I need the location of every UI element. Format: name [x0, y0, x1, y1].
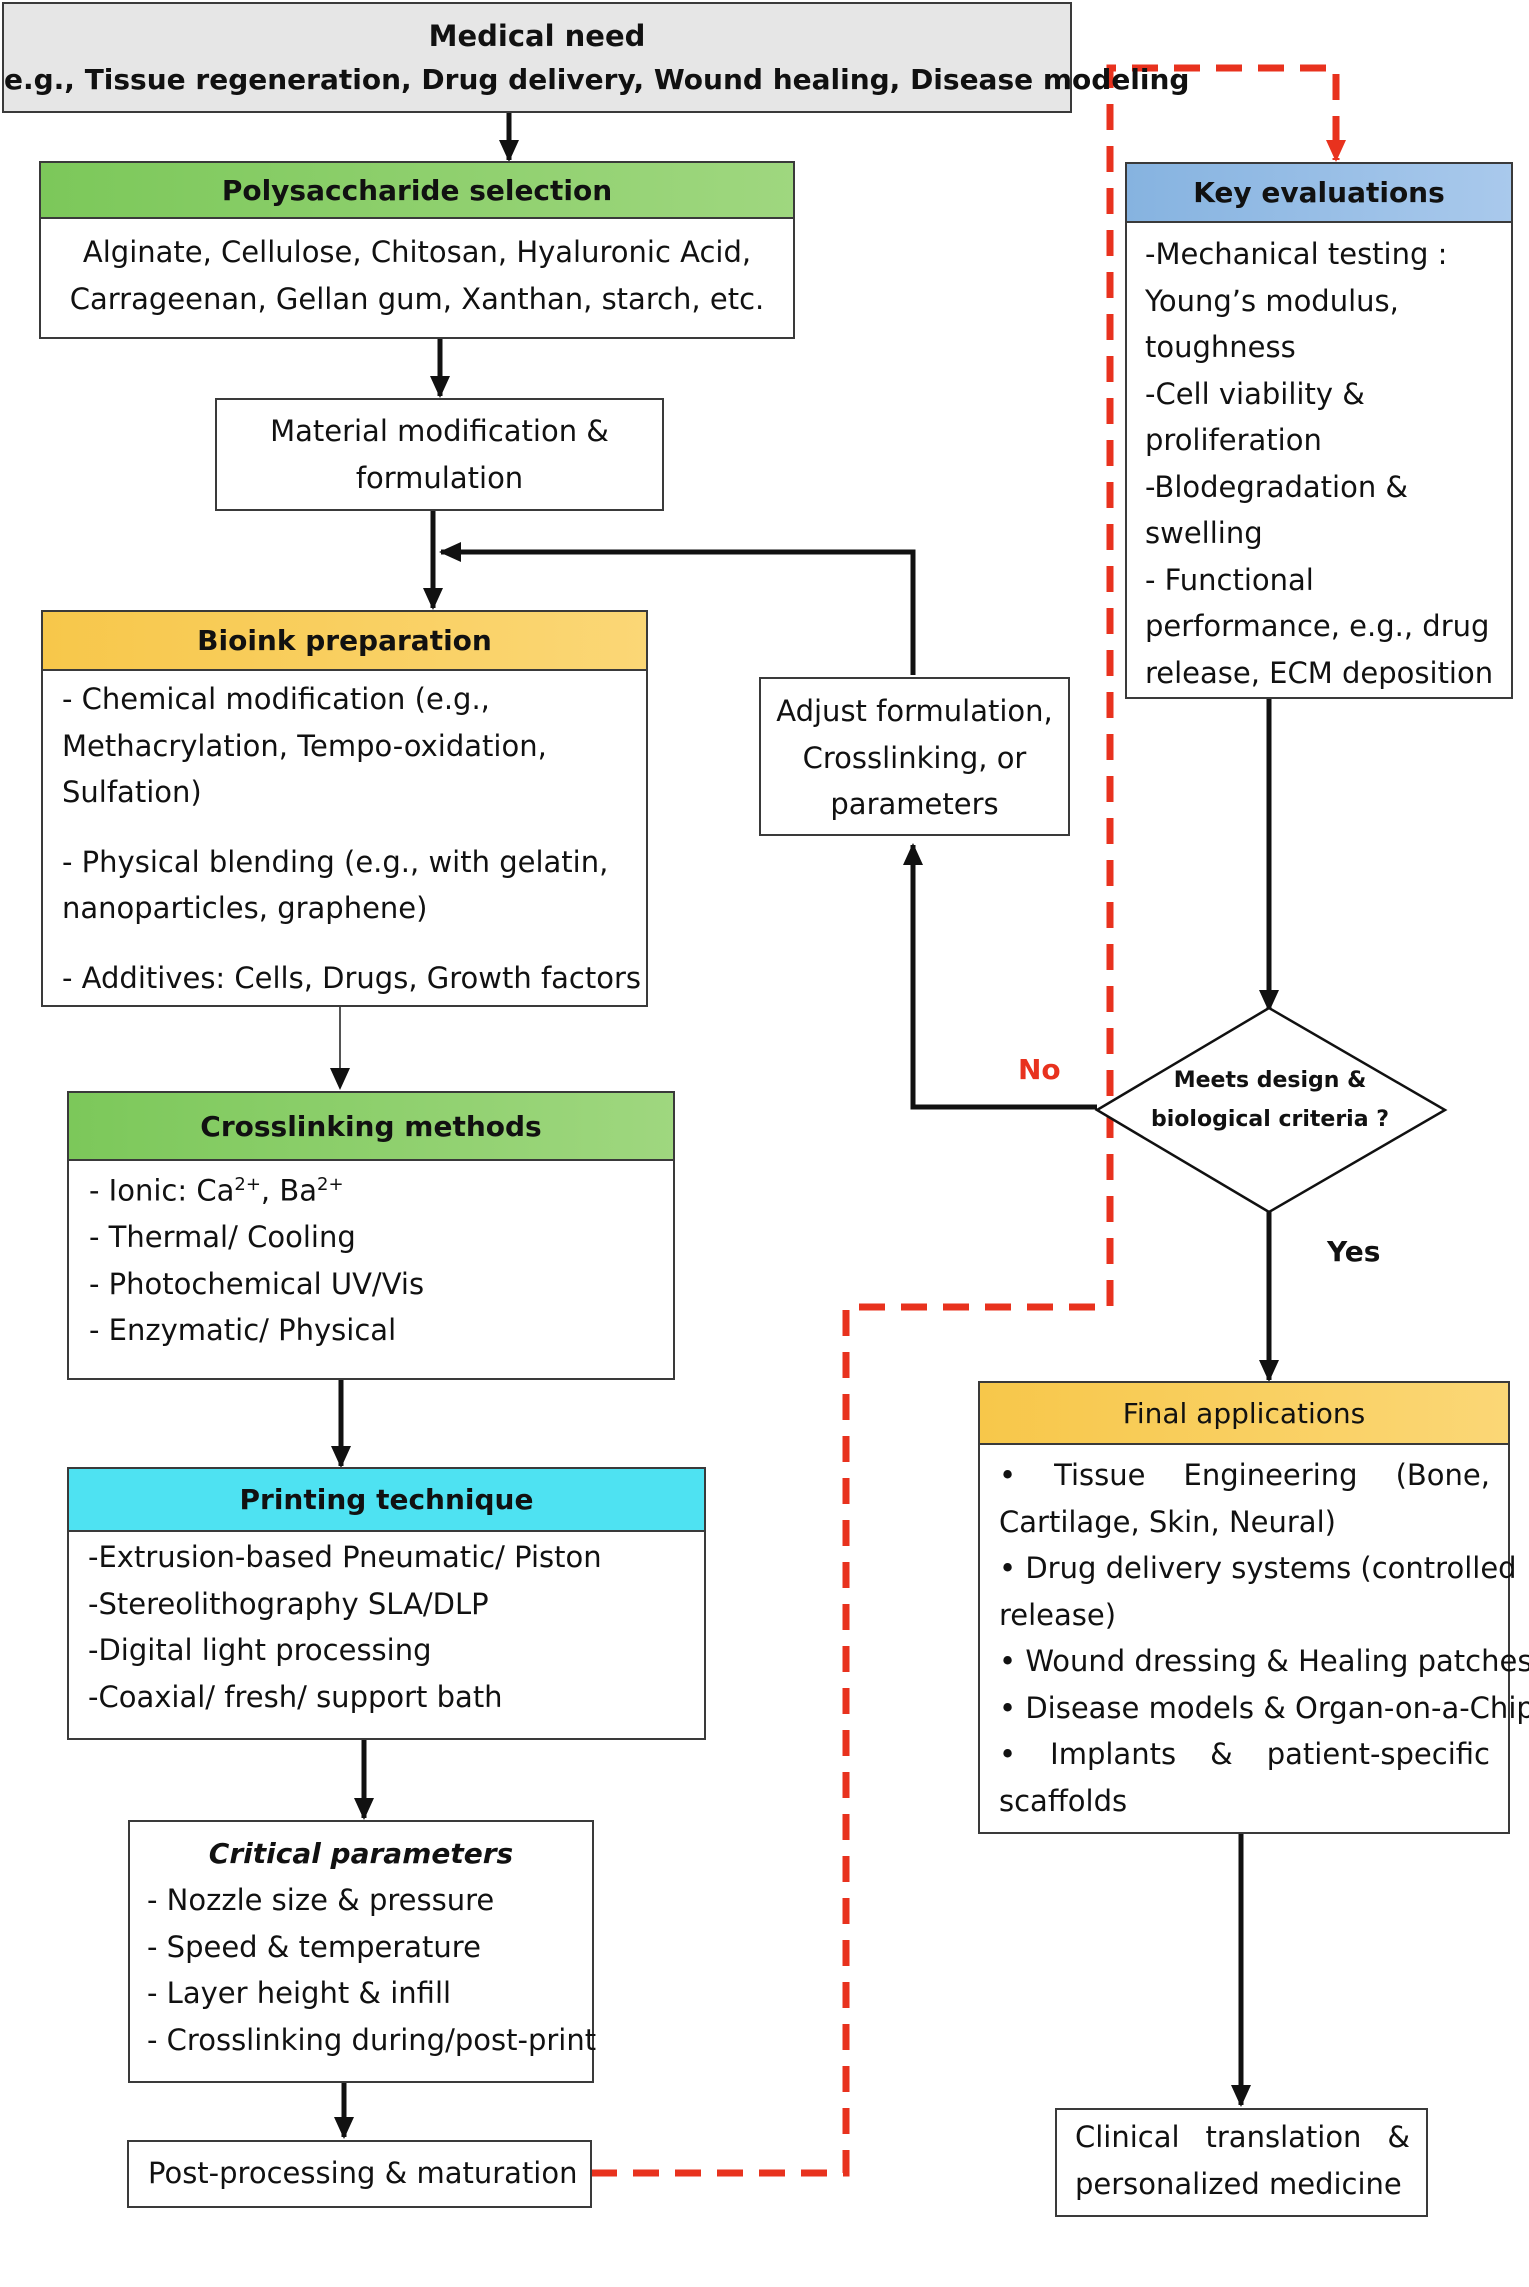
crosslinking-body: - Ionic: Ca2+, Ba2+ - Thermal/ Cooling -…: [69, 1161, 673, 1354]
yes-label: Yes: [1327, 1235, 1381, 1268]
medical-need-subtitle: e.g., Tissue regeneration, Drug delivery…: [4, 63, 1190, 96]
final-app-item: • Drug delivery systems (controlled: [999, 1551, 1517, 1585]
bioink-title: Bioink preparation: [43, 612, 646, 671]
bioink-line: Methacrylation, Tempo-oxidation,: [62, 728, 547, 763]
decision-line: biological criteria ?: [1151, 1107, 1389, 1132]
final-applications-title: Final applications: [980, 1383, 1508, 1445]
critical-parameter-line: - Layer height & infill: [147, 1976, 452, 2010]
polysaccharide-box: Polysaccharide selection Alginate, Cellu…: [39, 161, 795, 339]
key-evaluations-body: -Mechanical testing : Young’s modulus, t…: [1127, 223, 1511, 696]
critical-parameters-box: Critical parameters - Nozzle size & pres…: [128, 1820, 597, 2083]
final-app-item: scaffolds: [999, 1783, 1128, 1818]
material-modification-box: Material modification & formulation: [215, 398, 664, 511]
decision-line: Meets design &: [1173, 1068, 1367, 1093]
clinical-line: Clinical translation &: [1075, 2120, 1410, 2154]
polysaccharide-line: Carrageenan, Gellan gum, Xanthan, starch…: [69, 281, 765, 316]
no-label: No: [1018, 1053, 1061, 1086]
key-evaluations-line: performance, e.g., drug: [1145, 609, 1490, 643]
bioink-line: - Chemical modification (e.g.,: [62, 682, 490, 716]
critical-parameters-title: Critical parameters: [208, 1837, 514, 1870]
bioink-line: - Additives: Cells, Drugs, Growth factor…: [62, 960, 642, 995]
final-app-item: • Disease models & Organ-on-a-Chip: [999, 1690, 1529, 1725]
key-evaluations-line: toughness: [1145, 330, 1296, 364]
key-evaluations-line: -Cell viability &: [1145, 376, 1365, 411]
clinical-translation-box: Clinical translation & personalized medi…: [1055, 2108, 1428, 2217]
bioink-line: nanoparticles, graphene): [62, 891, 428, 925]
adjust-formulation-line: Crosslinking, or: [802, 740, 1027, 775]
final-app-item: release): [999, 1597, 1117, 1632]
key-evaluations-line: -Blodegradation &: [1145, 469, 1409, 504]
post-processing-label: Post-processing & maturation: [148, 2156, 578, 2190]
crosslinking-box: Crosslinking methods - Ionic: Ca2+, Ba2+…: [67, 1091, 675, 1380]
ionic-mid: , Ba: [260, 1173, 318, 1208]
ionic-charge: 2+: [317, 1174, 344, 1195]
polysaccharide-line: Alginate, Cellulose, Chitosan, Hyaluroni…: [82, 235, 752, 269]
key-evaluations-line: proliferation: [1145, 423, 1322, 457]
final-app-item: • Implants & patient-specific: [999, 1737, 1490, 1771]
printing-box: Printing technique -Extrusion-based Pneu…: [67, 1467, 706, 1740]
key-evaluations-line: release, ECM deposition: [1145, 655, 1494, 690]
key-evaluations-line: Young’s modulus,: [1145, 283, 1399, 318]
crosslinking-ionic-line: - Ionic: Ca2+, Ba2+: [89, 1162, 673, 1214]
final-app-item: Cartilage, Skin, Neural): [999, 1504, 1336, 1539]
clinical-translation-body: Clinical translation & personalized medi…: [1057, 2110, 1426, 2207]
final-applications-box: Final applications • Tissue Engineering …: [978, 1381, 1529, 1834]
clinical-line: personalized medicine: [1075, 2166, 1402, 2201]
key-evaluations-line: - Functional: [1145, 562, 1314, 597]
adjust-formulation-line: parameters: [830, 787, 999, 821]
printing-body: -Extrusion-based Pneumatic/ Piston -Ster…: [69, 1532, 704, 1720]
decision-text: Meets design & biological criteria ?: [1125, 1061, 1415, 1139]
printing-line: -Digital light processing: [88, 1633, 432, 1667]
loop-adjust-to-bioink: [439, 542, 916, 675]
polysaccharide-body: Alginate, Cellulose, Chitosan, Hyaluroni…: [41, 219, 793, 322]
critical-parameters-body: - Nozzle size & pressure - Speed & tempe…: [130, 1877, 597, 2063]
polysaccharide-title: Polysaccharide selection: [41, 163, 793, 219]
final-applications-body: • Tissue Engineering (Bone, Cartilage, S…: [980, 1445, 1529, 1824]
key-evaluations-title: Key evaluations: [1127, 164, 1511, 223]
bioink-line: - Physical blending (e.g., with gelatin,: [62, 844, 609, 879]
final-app-item: • Tissue Engineering (Bone,: [999, 1458, 1490, 1492]
key-evaluations-box: Key evaluations -Mechanical testing : Yo…: [1125, 162, 1513, 699]
medical-need-box: Medical need e.g., Tissue regeneration, …: [2, 2, 1190, 113]
adjust-formulation-line: Adjust formulation,: [776, 694, 1053, 728]
loop-decision-no-to-adjust: [903, 843, 1097, 1110]
crosslinking-line: - Photochemical UV/Vis: [89, 1266, 425, 1301]
adjust-formulation-box: Adjust formulation, Crosslinking, or par…: [759, 677, 1070, 836]
critical-parameter-line: - Crosslinking during/post-print: [147, 2022, 597, 2057]
material-modification-line: formulation: [355, 460, 524, 495]
critical-parameter-line: - Nozzle size & pressure: [147, 1883, 495, 1917]
crosslinking-title: Crosslinking methods: [69, 1093, 673, 1161]
printing-line: -Stereolithography SLA/DLP: [88, 1586, 489, 1621]
key-evaluations-line: swelling: [1145, 516, 1263, 550]
red-dashed-path: [591, 64, 1346, 2177]
material-modification-line: Material modification &: [270, 414, 609, 448]
final-app-item: • Wound dressing & Healing patches: [999, 1644, 1529, 1678]
crosslinking-line: - Thermal/ Cooling: [89, 1220, 356, 1255]
key-evaluations-line: -Mechanical testing :: [1145, 237, 1448, 271]
printing-line: -Extrusion-based Pneumatic/ Piston: [88, 1540, 602, 1574]
post-processing-box: Post-processing & maturation: [127, 2140, 592, 2208]
medical-need-title: Medical need: [428, 19, 646, 53]
crosslinking-line: - Enzymatic/ Physical: [89, 1313, 397, 1348]
ionic-prefix: - Ionic: Ca: [89, 1173, 235, 1208]
bioink-line: Sulfation): [62, 775, 202, 809]
ionic-charge: 2+: [234, 1174, 261, 1195]
printing-title: Printing technique: [69, 1469, 704, 1532]
bioink-box: Bioink preparation - Chemical modificati…: [41, 610, 648, 1007]
bioink-body: - Chemical modification (e.g., Methacryl…: [43, 671, 646, 1001]
decision-diamond: [1094, 1006, 1448, 1214]
critical-parameter-line: - Speed & temperature: [147, 1929, 481, 1964]
printing-line: -Coaxial/ fresh/ support bath: [88, 1679, 503, 1714]
